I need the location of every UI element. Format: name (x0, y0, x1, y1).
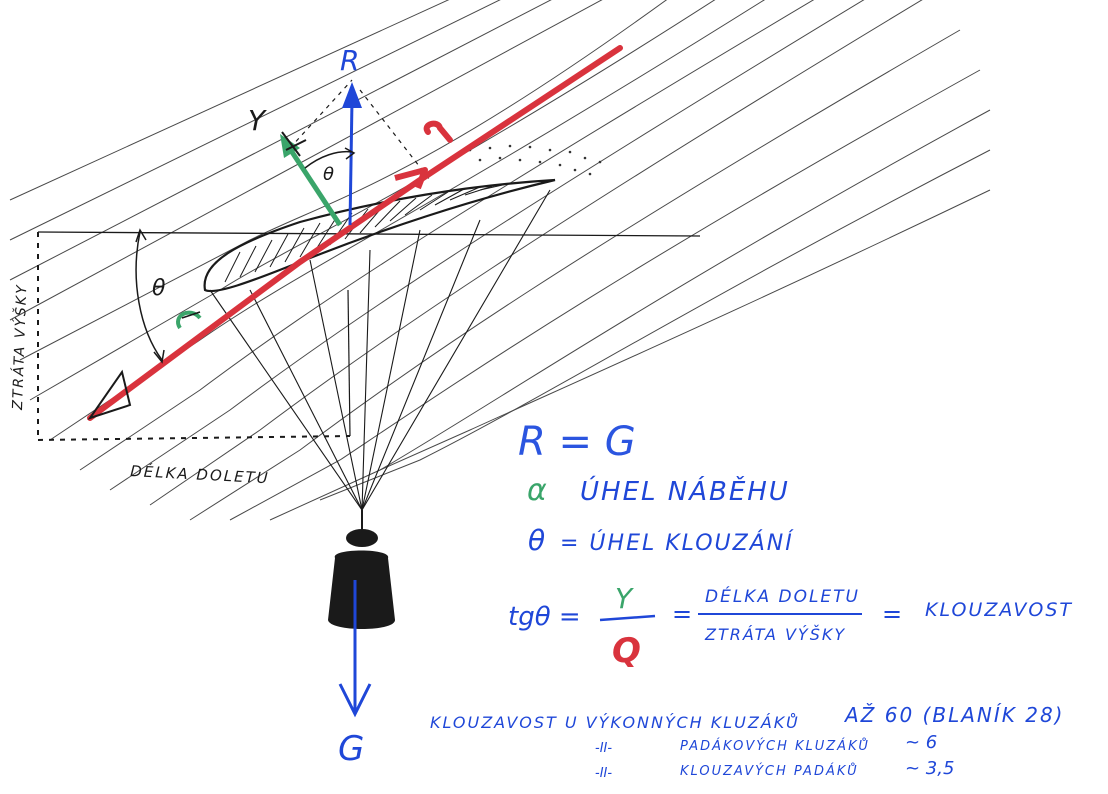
wing-profile (203, 178, 556, 293)
fraction-numerator-text: DÉLKA DOLETU (705, 585, 860, 607)
label-R: R (340, 44, 359, 77)
result-glide-ratio: KLOUZAVOST (925, 599, 1073, 621)
flight-path (87, 45, 623, 421)
gravity-arrow (338, 580, 372, 718)
note-line3-value: ~ 3,5 (905, 758, 954, 779)
tg-prefix: tgθ = (508, 602, 581, 632)
note-line2-label: PADÁKOVÝCH KLUZÁKŮ (680, 738, 870, 754)
streamlines (9, 0, 991, 521)
suspension-lines (209, 189, 551, 511)
equation-r-equals-g: R = G (518, 419, 636, 465)
resultant-force-arrow (342, 82, 362, 226)
force-parallelogram (289, 79, 431, 181)
theta-symbol: θ (528, 524, 545, 557)
lift-vector-arrow (280, 131, 343, 227)
note-line2-value: ~ 6 (905, 732, 937, 753)
fraction-denominator-text: ZTRÁTA VÝŠKY (704, 625, 846, 644)
label-loss-of-height: ZTRÁTA VÝŠKY (8, 283, 30, 411)
note-line1-value: AŽ 60 (BLANÍK 28) (843, 703, 1064, 727)
fraction-bar-1 (599, 614, 656, 622)
label-theta-left: θ (152, 276, 166, 301)
glide-geometry (37, 231, 701, 441)
equals-2: = (882, 600, 902, 628)
note-line2-ditto: -II- (595, 741, 612, 756)
attack-angle-mark (176, 310, 202, 330)
fraction-numerator-Y: Y (615, 582, 634, 615)
note-line1-label: KLOUZAVOST U VÝKONNÝCH KLUZÁKŮ (430, 713, 800, 732)
wake-dots (468, 144, 602, 176)
glide-angle-arc (135, 228, 165, 364)
equals-1: = (672, 600, 692, 628)
weight-icon (328, 510, 395, 629)
note-line3-label: KLOUZAVÝCH PADÁKŮ (680, 763, 859, 779)
note-line3-ditto: -II- (595, 766, 612, 781)
label-Y: Y (248, 104, 267, 137)
fraction-denominator-Q: Q (612, 631, 641, 671)
theta-definition: = ÚHEL KLOUZÁNÍ (560, 530, 794, 556)
alpha-definition: ÚHEL NÁBĚHU (580, 475, 790, 507)
theta-arc (304, 147, 356, 169)
label-theta-top: θ (323, 164, 334, 185)
label-G: G (338, 729, 364, 769)
label-glide-distance: DÉLKA DOLETU (130, 461, 270, 487)
alpha-symbol: α (527, 473, 547, 508)
